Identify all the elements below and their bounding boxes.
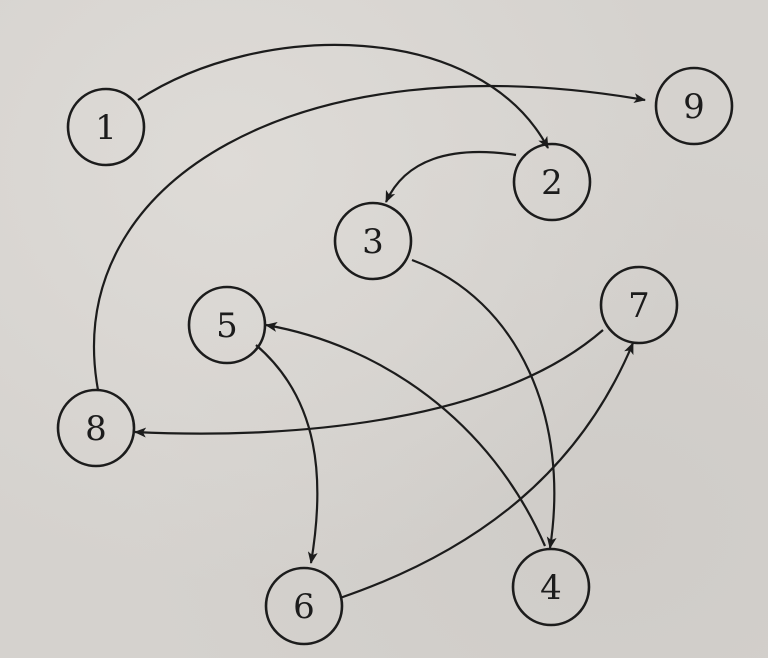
- edges-group: [92, 43, 646, 600]
- node-3-label: 3: [362, 222, 384, 262]
- node-2: 2: [512, 142, 592, 222]
- node-8: 8: [56, 388, 136, 468]
- node-1-label: 1: [95, 108, 117, 148]
- node-8-label: 8: [85, 409, 107, 449]
- node-3: 3: [333, 201, 413, 281]
- node-4: 4: [511, 547, 591, 627]
- node-5: 5: [187, 285, 267, 365]
- node-1: 1: [66, 87, 146, 167]
- node-5-circle: [187, 285, 267, 365]
- node-3-circle: [333, 201, 413, 281]
- node-4-label: 4: [540, 568, 562, 608]
- edge-7-to-8: [134, 329, 604, 438]
- edge-1-to-2: [137, 43, 549, 149]
- node-7-circle: [599, 265, 679, 345]
- node-5-label: 5: [216, 306, 238, 346]
- node-9-circle: [654, 66, 734, 146]
- node-9: 9: [654, 66, 734, 146]
- node-7: 7: [599, 265, 679, 345]
- node-7-label: 7: [628, 286, 650, 326]
- node-6-circle: [264, 566, 344, 646]
- edge-6-to-7: [339, 342, 635, 600]
- node-6-label: 6: [293, 587, 315, 627]
- edge-2-to-3: [384, 150, 517, 203]
- node-4-circle: [511, 547, 591, 627]
- edge-5-to-6: [255, 344, 319, 564]
- node-9-label: 9: [683, 87, 705, 127]
- node-2-label: 2: [541, 163, 563, 203]
- node-6: 6: [264, 566, 344, 646]
- nodes-group: 1 2 3 4 5 6 7: [56, 66, 734, 646]
- node-1-circle: [66, 87, 146, 167]
- node-2-circle: [512, 142, 592, 222]
- edge-8-to-9: [92, 84, 646, 391]
- edge-3-to-4: [411, 258, 557, 549]
- node-8-circle: [56, 388, 136, 468]
